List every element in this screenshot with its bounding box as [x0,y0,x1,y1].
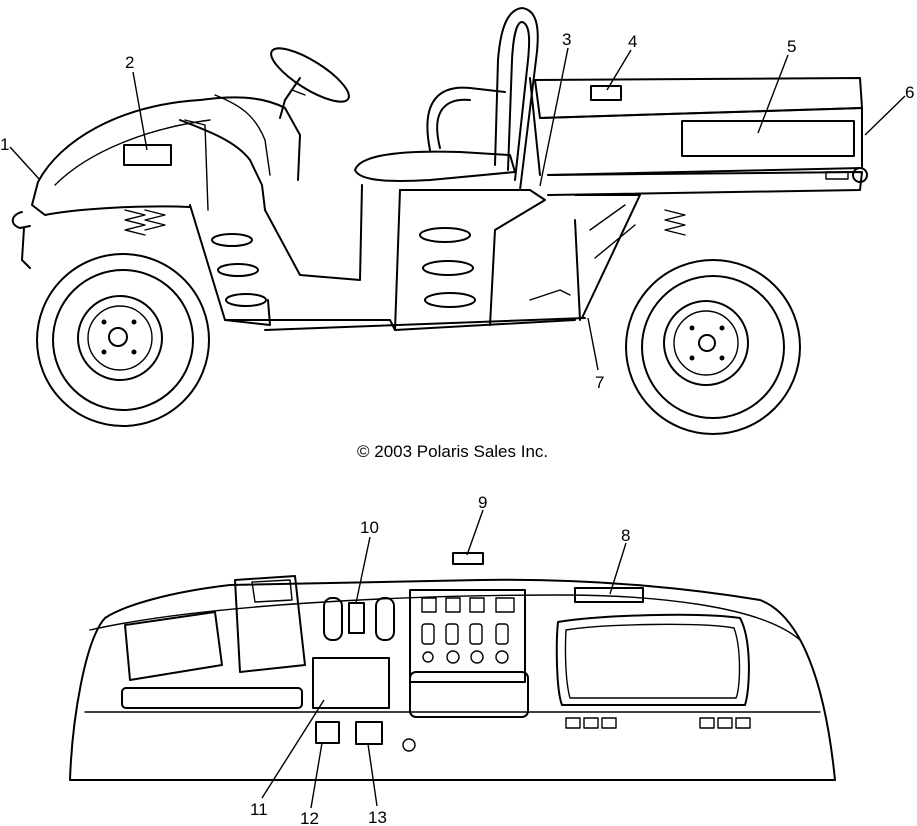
right-glove-box [555,613,750,706]
copyright-notice: © 2003 Polaris Sales Inc. [357,442,548,461]
front-wheel [36,253,210,427]
hood-decal-outline [123,144,172,166]
callout-5: 5 [787,37,796,56]
box-small-decal-outline [590,85,622,101]
seat [354,7,539,191]
callout-2: 2 [125,53,134,72]
decal-13-outline [355,721,383,745]
callout-12: 12 [300,809,319,826]
dashboard-view [69,552,836,781]
cup-holder [234,575,306,673]
callout-7: 7 [595,373,604,392]
callout-1: 1 [0,135,9,154]
callout-11: 11 [250,800,268,819]
decal-12-outline [315,721,340,744]
front-hood [11,94,301,269]
callout-3: 3 [562,30,571,49]
callout-8: 8 [621,526,630,545]
rear-wheel [625,259,801,435]
body-side [189,184,586,331]
callout-10: 10 [360,518,379,537]
loose-decal-9 [452,552,484,565]
callout-13: 13 [368,808,387,826]
dash-label-area-outline [312,657,390,709]
cargo-box [529,77,868,321]
callout-labels: 1 2 3 4 5 6 7 8 9 10 11 12 13 [0,30,914,826]
callout-4: 4 [628,32,637,51]
box-large-decal-outline [681,120,855,157]
leader-lines [9,47,906,809]
dash-top-decal-outline [574,587,644,603]
left-storage-bin [124,611,223,681]
dash-center-decal-outline [348,602,365,634]
switch-panel [409,589,526,683]
steering-wheel [270,47,350,119]
callout-6: 6 [905,83,914,102]
vehicle-side-view [11,7,868,435]
callout-9: 9 [478,493,487,512]
